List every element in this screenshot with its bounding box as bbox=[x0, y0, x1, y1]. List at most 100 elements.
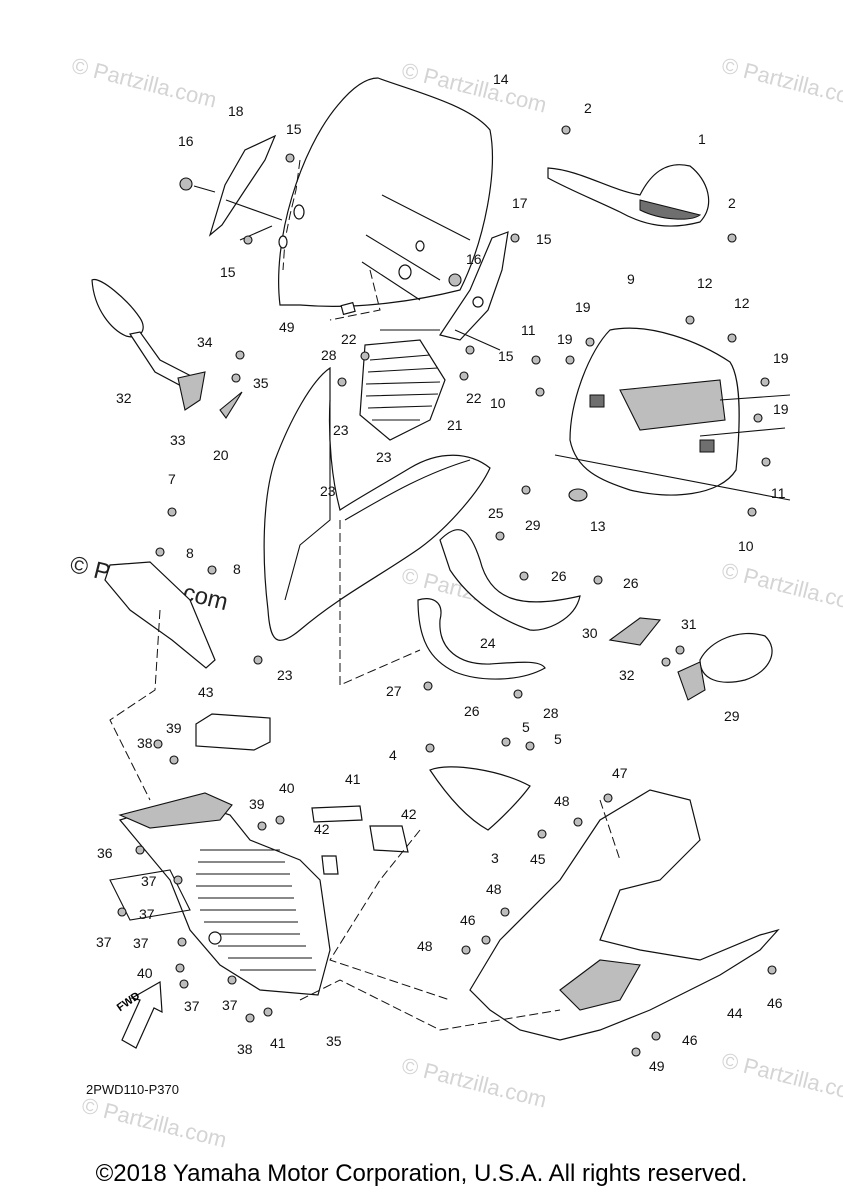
callout-36: 35 bbox=[326, 1033, 342, 1049]
callout-22: 22 bbox=[466, 390, 482, 406]
callout-16: 16 bbox=[178, 133, 194, 149]
callout-13: 13 bbox=[590, 518, 606, 534]
callout-43: 42 bbox=[314, 821, 330, 837]
lower-trim bbox=[417, 598, 546, 680]
callout-26: 26 bbox=[551, 568, 567, 584]
dashed-guide bbox=[599, 799, 621, 861]
callout-49: 49 bbox=[649, 1058, 665, 1074]
hole bbox=[208, 931, 222, 945]
inner-clip bbox=[589, 394, 605, 408]
callout-2: 2 bbox=[728, 195, 736, 211]
callout-15: 15 bbox=[286, 121, 302, 137]
sponge bbox=[195, 713, 271, 751]
nut bbox=[179, 177, 193, 191]
callout-29: 28 bbox=[321, 347, 337, 363]
callout-24: 23 bbox=[277, 667, 293, 683]
windshield-hole bbox=[415, 240, 425, 252]
callout-29: 29 bbox=[525, 517, 541, 533]
callout-4: 4 bbox=[389, 747, 397, 763]
front-cowl bbox=[263, 366, 491, 641]
parts-drawing bbox=[91, 77, 791, 1057]
pad bbox=[369, 825, 409, 853]
callout-30: 29 bbox=[724, 708, 740, 724]
inner-panel-shade bbox=[619, 379, 726, 431]
callout-41: 40 bbox=[137, 965, 153, 981]
callout-12: 12 bbox=[734, 295, 750, 311]
callout-40: 39 bbox=[166, 720, 182, 736]
cover-piece bbox=[429, 766, 531, 831]
mirror-cover-right bbox=[608, 617, 662, 646]
air-duct bbox=[359, 339, 446, 441]
hole bbox=[472, 296, 484, 308]
windshield-inner-line bbox=[282, 159, 301, 271]
callout-10: 10 bbox=[490, 395, 506, 411]
callout-31: 30 bbox=[582, 625, 598, 641]
bracket-left bbox=[208, 134, 277, 237]
callout-25: 24 bbox=[480, 635, 496, 651]
leader-box bbox=[109, 869, 191, 921]
callout-28: 28 bbox=[543, 705, 559, 721]
callout-23: 23 bbox=[333, 422, 349, 438]
diagram-code: 2PWD110-P370 bbox=[86, 1082, 179, 1097]
mirror-right-base bbox=[677, 661, 706, 701]
callout-42: 41 bbox=[345, 771, 361, 787]
callout-26: 26 bbox=[623, 575, 639, 591]
callout-5: 5 bbox=[522, 719, 530, 735]
windshield-hole bbox=[398, 264, 412, 280]
fwd-arrow bbox=[121, 981, 163, 1049]
callout-26: 25 bbox=[488, 505, 504, 521]
callout-37: 37 bbox=[96, 934, 112, 950]
callout-37: 37 bbox=[222, 997, 238, 1013]
callout-27: 26 bbox=[464, 703, 480, 719]
callout-38: 37 bbox=[184, 998, 200, 1014]
windshield-hole bbox=[278, 235, 288, 249]
callout-14: 14 bbox=[493, 71, 509, 87]
callout-10: 10 bbox=[738, 538, 754, 554]
windshield-hole bbox=[293, 204, 305, 220]
duct-slats bbox=[365, 354, 441, 421]
callout-18: 18 bbox=[228, 103, 244, 119]
callout-15: 15 bbox=[220, 264, 236, 280]
callout-23: 23 bbox=[376, 449, 392, 465]
callout-39: 39 bbox=[249, 796, 265, 812]
callout-41: 41 bbox=[270, 1035, 286, 1051]
callout-34: 33 bbox=[170, 432, 186, 448]
pad bbox=[321, 855, 339, 875]
lower-fairing bbox=[439, 529, 581, 631]
callout-19: 19 bbox=[557, 331, 573, 347]
callout-15: 15 bbox=[536, 231, 552, 247]
dashed-guide bbox=[109, 609, 161, 801]
callout-35: 34 bbox=[197, 334, 213, 350]
callout-16: 16 bbox=[466, 251, 482, 267]
cowl-edge bbox=[284, 400, 331, 601]
fasteners bbox=[117, 125, 777, 1057]
leader-lines bbox=[193, 185, 216, 193]
callout-9: 9 bbox=[627, 271, 635, 287]
callout-40: 40 bbox=[279, 780, 295, 796]
callout-32: 31 bbox=[681, 616, 697, 632]
cowl-edge bbox=[344, 459, 471, 521]
mirror-cover bbox=[219, 391, 243, 419]
callout-8: 8 bbox=[233, 561, 241, 577]
callout-48: 48 bbox=[554, 793, 570, 809]
callout-7: 7 bbox=[168, 471, 176, 487]
mirror-left-base bbox=[177, 371, 206, 411]
callout-37: 37 bbox=[133, 935, 149, 951]
callout-21: 21 bbox=[447, 417, 463, 433]
callout-50: 49 bbox=[279, 319, 295, 335]
grommet bbox=[568, 488, 588, 502]
undercowl bbox=[469, 789, 780, 1041]
nut bbox=[448, 273, 462, 287]
callout-48: 48 bbox=[486, 881, 502, 897]
callout-45: 44 bbox=[727, 1005, 743, 1021]
callout-37: 37 bbox=[139, 906, 155, 922]
callout-35: 35 bbox=[253, 375, 269, 391]
inner-clip bbox=[699, 439, 715, 453]
callout-49: 48 bbox=[417, 938, 433, 954]
callout-19: 19 bbox=[773, 401, 789, 417]
callout-47: 46 bbox=[767, 995, 783, 1011]
callout-11: 11 bbox=[771, 485, 786, 501]
callout-8: 8 bbox=[186, 545, 194, 561]
callout-37: 37 bbox=[141, 873, 157, 889]
